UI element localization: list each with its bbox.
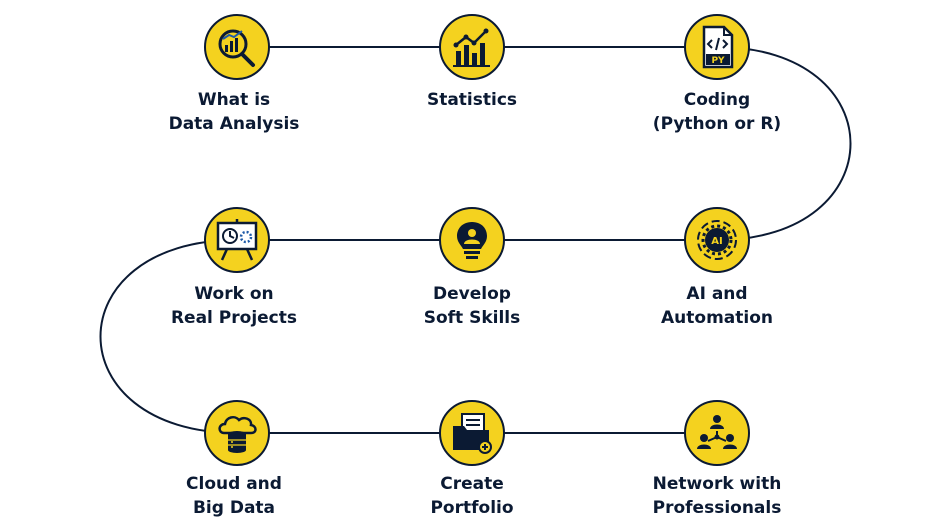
step-1-label: What is Data Analysis: [134, 88, 334, 136]
step-3-line1: Coding: [683, 90, 751, 110]
step-1-line1: What is: [197, 90, 271, 110]
ai-gear-icon: AI: [697, 220, 737, 260]
step-4-label: AI and Automation: [617, 282, 817, 330]
portfolio-folder-icon: [453, 413, 492, 454]
step-4-line2: Automation: [661, 308, 773, 328]
step-7-label: Cloud and Big Data: [134, 472, 334, 520]
step-3-node: PY: [684, 14, 750, 80]
step-9-line1: Network with: [652, 474, 782, 494]
step-5-node: [439, 207, 505, 273]
step-1-node: [204, 14, 270, 80]
project-board-icon: [216, 219, 258, 261]
step-8-line2: Portfolio: [430, 498, 514, 518]
soft-skills-bulb-icon: [457, 222, 487, 259]
step-7-line2: Big Data: [192, 498, 276, 518]
step-1-line2: Data Analysis: [168, 114, 300, 134]
step-5-line1: Develop: [433, 284, 511, 304]
step-6-label: Work on Real Projects: [134, 282, 334, 330]
step-6-node: [204, 207, 270, 273]
step-3-label: Coding (Python or R): [617, 88, 817, 136]
py-badge-text: PY: [711, 56, 725, 66]
data-analysis-icon: [218, 29, 255, 67]
network-people-icon: [697, 415, 737, 449]
step-8-label: Create Portfolio: [372, 472, 572, 520]
step-4-line1: AI and: [686, 284, 748, 304]
step-9-node: [684, 400, 750, 466]
step-2-label: Statistics: [372, 88, 572, 112]
step-6-line2: Real Projects: [170, 308, 298, 328]
step-7-line1: Cloud and: [186, 474, 282, 494]
step-9-line2: Professionals: [652, 498, 782, 518]
step-3-line2: (Python or R): [652, 114, 782, 134]
step-7-node: [204, 400, 270, 466]
step-8-line1: Create: [440, 474, 504, 494]
ai-text: AI: [711, 236, 722, 247]
step-6-line1: Work on: [194, 284, 274, 304]
step-2-node: [439, 14, 505, 80]
step-5-label: Develop Soft Skills: [372, 282, 572, 330]
step-5-line2: Soft Skills: [423, 308, 521, 328]
step-4-node: AI: [684, 207, 750, 273]
statistics-chart-icon: [453, 28, 490, 67]
cloud-database-icon: [218, 415, 257, 453]
step-2-line1: Statistics: [426, 90, 518, 110]
step-8-node: [439, 400, 505, 466]
python-file-icon: PY: [702, 25, 734, 69]
step-9-label: Network with Professionals: [617, 472, 817, 520]
